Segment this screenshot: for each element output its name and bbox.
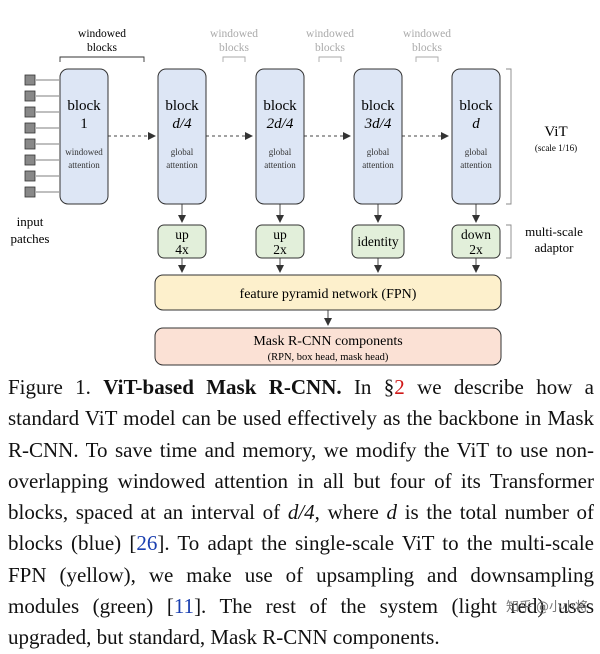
svg-text:blocks: blocks xyxy=(412,42,443,54)
svg-text:blocks: blocks xyxy=(315,42,346,54)
svg-text:block: block xyxy=(67,98,101,114)
watermark-site: 知乎 xyxy=(505,600,532,615)
citation-26-link[interactable]: 26 xyxy=(136,531,158,556)
svg-text:windowed: windowed xyxy=(306,28,354,40)
block-1: block 1 windowed attention xyxy=(59,68,109,205)
svg-text:block: block xyxy=(165,98,199,114)
citation-11-link[interactable]: 11 xyxy=(173,594,195,619)
svg-text:attention: attention xyxy=(460,160,492,170)
svg-text:4x: 4x xyxy=(175,242,189,257)
svg-text:global: global xyxy=(465,147,488,157)
vit-bracket: ViT (scale 1/16) xyxy=(506,68,577,205)
svg-text:2x: 2x xyxy=(469,242,483,257)
svg-text:3d/4: 3d/4 xyxy=(364,116,392,132)
windowed-group-label-1: windowed xyxy=(78,28,126,40)
svg-text:global: global xyxy=(269,147,292,157)
input-patches xyxy=(24,74,36,198)
svg-text:2d/4: 2d/4 xyxy=(267,116,294,132)
svg-text:attention: attention xyxy=(166,160,198,170)
block-d4: block d/4 global attention xyxy=(157,68,207,205)
svg-text:blocks: blocks xyxy=(219,42,250,54)
adaptor-down2x: down 2x xyxy=(451,224,501,259)
svg-text:block: block xyxy=(263,98,297,114)
windowed-group-4: windowed blocks xyxy=(403,28,451,62)
adaptor-to-fpn-arrows xyxy=(178,258,480,273)
figure-label: Figure 1. xyxy=(8,375,91,399)
block-d: block d global attention xyxy=(451,68,501,205)
svg-text:up: up xyxy=(273,227,287,242)
multiscale-label-1: multi-scale xyxy=(525,224,583,239)
input-label-1: input xyxy=(17,214,44,229)
input-label-2: patches xyxy=(11,231,50,246)
svg-text:windowed: windowed xyxy=(403,28,451,40)
multiscale-label-2: adaptor xyxy=(535,240,575,255)
adaptor-identity: identity xyxy=(351,224,405,259)
block-2d4: block 2d/4 global attention xyxy=(255,68,305,205)
multiscale-bracket: multi-scale adaptor xyxy=(506,224,583,259)
watermark: 知乎 @小小将 xyxy=(506,596,588,615)
svg-text:block: block xyxy=(361,98,395,114)
svg-text:windowed: windowed xyxy=(210,28,258,40)
caption-title: ViT-based Mask R-CNN. xyxy=(103,375,342,399)
svg-text:block: block xyxy=(459,98,493,114)
figure-caption: Figure 1. ViT-based Mask R-CNN. In §2 we… xyxy=(8,375,595,650)
adaptor-up2x: up 2x xyxy=(255,224,305,259)
svg-text:up: up xyxy=(175,227,189,242)
section-ref-link[interactable]: 2 xyxy=(394,375,405,399)
svg-text:global: global xyxy=(171,147,194,157)
vit-label: ViT xyxy=(544,124,567,140)
svg-text:2x: 2x xyxy=(273,242,287,257)
svg-text:attention: attention xyxy=(362,160,394,170)
svg-text:d: d xyxy=(472,116,480,132)
windowed-group-1: windowed blocks xyxy=(59,28,145,62)
block-to-adaptor-arrows xyxy=(178,204,480,223)
maskrcnn-sub: (RPN, box head, mask head) xyxy=(268,352,389,363)
svg-text:windowed: windowed xyxy=(65,147,103,157)
svg-text:attention: attention xyxy=(68,160,100,170)
patch-arrows xyxy=(36,79,59,193)
svg-text:attention: attention xyxy=(264,160,296,170)
adaptor-up4x: up 4x xyxy=(157,224,207,259)
svg-text:global: global xyxy=(367,147,390,157)
fpn-label: feature pyramid network (FPN) xyxy=(240,287,417,302)
maskrcnn-box: Mask R-CNN components (RPN, box head, ma… xyxy=(154,327,502,366)
windowed-group-label-2: blocks xyxy=(87,42,118,54)
svg-text:1: 1 xyxy=(80,116,88,132)
block-3d4: block 3d/4 global attention xyxy=(353,68,403,205)
maskrcnn-label: Mask R-CNN components xyxy=(253,334,402,349)
svg-text:identity: identity xyxy=(357,234,398,249)
windowed-group-3: windowed blocks xyxy=(306,28,354,62)
vit-scale: (scale 1/16) xyxy=(535,143,577,153)
svg-text:d/4: d/4 xyxy=(172,116,192,132)
fpn-box: feature pyramid network (FPN) xyxy=(154,274,502,311)
svg-text:down: down xyxy=(461,227,491,242)
vit-maskrcnn-diagram: input patches windowed blocks windowed b… xyxy=(11,28,583,366)
watermark-author: @小小将 xyxy=(535,600,588,615)
windowed-group-2: windowed blocks xyxy=(210,28,258,62)
